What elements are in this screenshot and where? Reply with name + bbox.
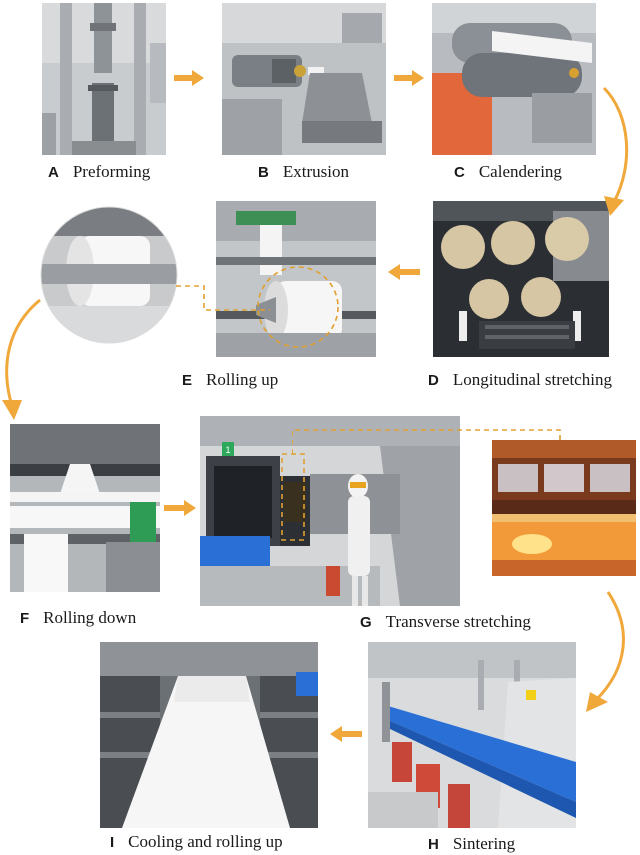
caption-d: D Longitudinal stretching (428, 370, 612, 390)
caption-d-letter: D (428, 372, 439, 389)
arrow-g-to-h (586, 591, 625, 712)
caption-i-letter: I (110, 834, 115, 851)
caption-i-label: Cooling and rolling up (128, 832, 283, 851)
caption-e: E Rolling up (182, 370, 278, 390)
arrow-b-to-c (394, 70, 424, 86)
photo-sintering (368, 642, 576, 828)
caption-c-letter: C (454, 164, 465, 181)
photo-rolling-up-inset (40, 206, 178, 344)
photo-longitudinal-stretching (433, 201, 609, 357)
caption-a-label: Preforming (72, 162, 151, 181)
arrow-a-to-b (174, 70, 204, 86)
caption-c-label: Calendering (478, 162, 562, 181)
photo-g-sign-text: 1 (225, 445, 230, 455)
caption-g-label: Transverse stretching (385, 612, 531, 631)
arrow-d-to-e (388, 264, 420, 280)
caption-a-letter: A (48, 164, 59, 181)
caption-f-label: Rolling down (43, 608, 137, 627)
callout-line-e (176, 285, 270, 311)
photo-transverse-stretching: 1 (200, 416, 460, 606)
caption-d-label: Longitudinal stretching (452, 370, 612, 389)
caption-b: B Extrusion (258, 162, 349, 182)
caption-h-letter: H (428, 836, 439, 853)
arrow-c-to-d (602, 86, 629, 216)
caption-g: G Transverse stretching (360, 612, 531, 632)
caption-c: C Calendering (454, 162, 562, 182)
caption-b-letter: B (258, 164, 269, 181)
photo-rolling-up (216, 201, 376, 357)
caption-e-letter: E (182, 372, 193, 389)
caption-h: H Sintering (428, 834, 515, 854)
callout-line-g (292, 429, 561, 454)
caption-f: F Rolling down (20, 608, 136, 628)
arrow-f-to-g (164, 500, 196, 516)
caption-g-letter: G (360, 614, 372, 631)
photo-rolling-down (10, 424, 160, 592)
arrow-e-to-f (2, 298, 41, 420)
photo-calendering (432, 3, 596, 155)
caption-i: I Cooling and rolling up (110, 832, 283, 852)
caption-f-letter: F (20, 610, 30, 627)
photo-extrusion (222, 3, 386, 155)
photo-furnace-inset (492, 440, 636, 576)
caption-a: A Preforming (48, 162, 150, 182)
arrow-h-to-i (330, 726, 362, 742)
photo-preforming (42, 3, 166, 155)
caption-e-label: Rolling up (206, 370, 279, 389)
caption-h-label: Sintering (452, 834, 516, 853)
photo-cooling-rolling-up (100, 642, 318, 828)
caption-b-label: Extrusion (282, 162, 349, 181)
